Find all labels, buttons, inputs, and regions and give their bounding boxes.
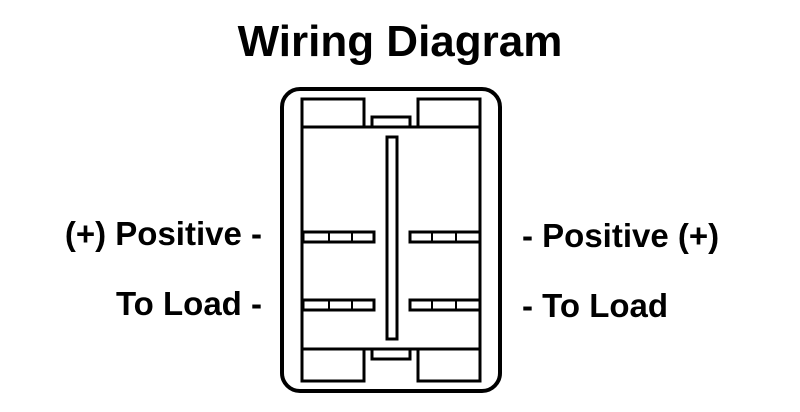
top-right-tab — [416, 97, 482, 129]
center-divider-bar — [385, 135, 399, 341]
bottom-center-notch — [370, 347, 412, 361]
top-left-tab — [300, 97, 366, 129]
bottom-left-tab — [300, 347, 366, 383]
diagram-title: Wiring Diagram — [237, 17, 563, 66]
terminal-right-load — [408, 298, 482, 312]
left-positive-label: (+) Positive - — [64, 215, 262, 252]
top-center-notch — [370, 115, 412, 129]
left-load-label: To Load - — [115, 285, 262, 322]
terminal-right-positive — [408, 230, 482, 244]
terminal-left-positive — [301, 230, 376, 244]
switch-outer-housing — [280, 87, 502, 393]
bottom-right-tab — [416, 347, 482, 383]
terminal-left-load — [301, 298, 376, 312]
right-load-label: - To Load — [522, 287, 669, 324]
right-positive-label: - Positive (+) — [522, 217, 720, 254]
